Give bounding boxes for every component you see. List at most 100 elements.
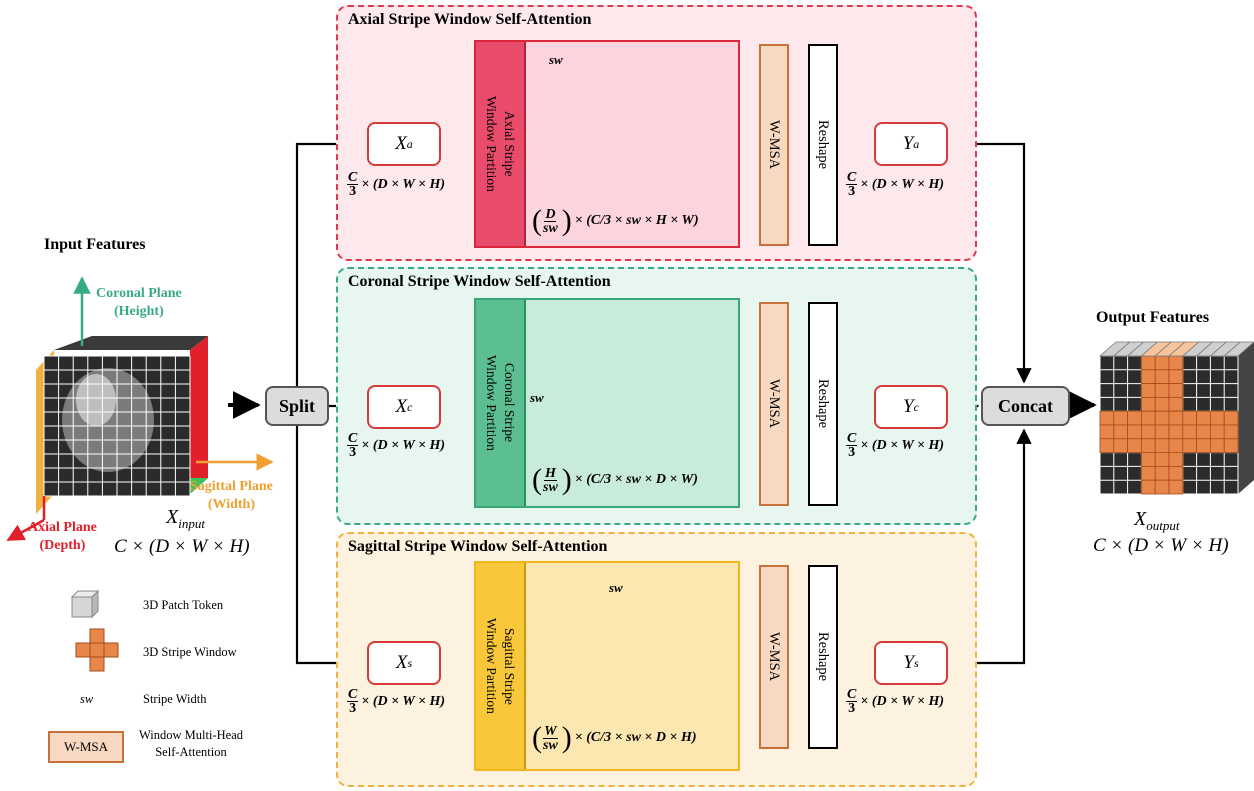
- output-stripe-cell: [1113, 424, 1129, 440]
- sagittal-branch-title: Sagittal Stripe Window Self-Attention: [348, 538, 608, 555]
- output-stripe-cell: [1154, 424, 1170, 440]
- output-stripe-cell: [1168, 465, 1184, 481]
- output-stripe-cell: [1154, 479, 1170, 495]
- axial-plane-slab: [190, 336, 208, 494]
- output-stripe-cell: [1154, 396, 1170, 412]
- output-stripe-cell: [1168, 424, 1184, 440]
- output-stripe-cell: [1141, 438, 1156, 453]
- legend-sw-symbol: sw: [80, 692, 94, 706]
- output-stripe-cell: [1113, 438, 1129, 453]
- legend-stripe-icon-cell: [75, 642, 91, 658]
- axial-reshape-block: Reshape: [808, 44, 838, 246]
- sagittal-sw-label: sw: [609, 580, 623, 595]
- axial-wmsa-block: W-MSA: [759, 44, 789, 246]
- coronal-sw-label: sw: [530, 390, 544, 405]
- output-stripe-cell: [1210, 410, 1225, 426]
- input-ct-organ-bright: [76, 374, 116, 426]
- output-stripe-cell: [1168, 355, 1184, 371]
- axial-branch-title: Axial Stripe Window Self-Attention: [348, 11, 592, 28]
- output-stripe-cell: [1210, 438, 1225, 453]
- output-stripe-cell: [1168, 438, 1184, 453]
- output-features-title: Output Features: [1096, 309, 1210, 326]
- output-stripe-cell: [1196, 424, 1211, 440]
- output-stripe-cell: [1168, 383, 1184, 398]
- output-stripe-cell: [1223, 424, 1239, 440]
- output-stripe-cell: [1141, 396, 1156, 412]
- legend-patch-text: 3D Patch Token: [143, 598, 224, 612]
- coronal-reshape-block: Reshape: [808, 302, 838, 506]
- output-stripe-cell: [1223, 438, 1239, 453]
- output-stripe-cell: [1196, 438, 1211, 453]
- output-stripe-cell: [1154, 369, 1170, 384]
- output-stripe-cell: [1168, 369, 1184, 384]
- output-stripe-cell: [1223, 410, 1239, 426]
- legend-stripe-icon-cell: [89, 642, 105, 658]
- legend-stripe-icon-cell: [103, 642, 119, 658]
- output-side-face: [1238, 342, 1254, 494]
- output-stripe-cell: [1141, 465, 1156, 481]
- output-top-cell: [1223, 341, 1254, 357]
- output-stripe-cell: [1168, 452, 1184, 467]
- sagittal-wmsa-block: W-MSA: [759, 565, 789, 749]
- split-node: Split: [265, 386, 329, 426]
- output-stripe-cell: [1210, 424, 1225, 440]
- output-stripe-cell: [1099, 424, 1115, 440]
- output-stripe-cell: [1141, 424, 1156, 440]
- output-stripe-cell: [1141, 452, 1156, 467]
- legend-stripe-icon-cell: [89, 656, 105, 672]
- output-stripe-cell: [1127, 438, 1142, 453]
- coronal-plane-top: [54, 336, 208, 350]
- output-stripe-cell: [1141, 410, 1156, 426]
- legend-patch-icon: [71, 596, 93, 618]
- output-stripe-cell: [1182, 438, 1198, 453]
- output-stripe-cell: [1154, 355, 1170, 371]
- legend-icons: [70, 589, 119, 672]
- output-stripe-cell: [1141, 369, 1156, 384]
- output-stripe-cell: [1099, 438, 1115, 453]
- legend-sw-text: Stripe Width: [143, 692, 207, 706]
- output-shape: C × (D × W × H): [1093, 535, 1229, 556]
- output-stripe-cell: [1127, 410, 1142, 426]
- output-stripe-cell: [1168, 479, 1184, 495]
- input-feature-cube: [36, 336, 208, 514]
- legend-patch-icon-side: [91, 589, 99, 619]
- output-stripe-cell: [1127, 424, 1142, 440]
- coronal-plane-label: Coronal Plane(Height): [96, 286, 182, 319]
- output-stripe-cell: [1154, 452, 1170, 467]
- sagittal-reshape-block: Reshape: [808, 565, 838, 749]
- output-stripe-cell: [1099, 410, 1115, 426]
- axial-sw-label: sw: [549, 52, 563, 67]
- legend-wmsa-box: W-MSA: [48, 731, 124, 763]
- output-stripe-cell: [1168, 396, 1184, 412]
- output-stripe-cell: [1154, 465, 1170, 481]
- output-stripe-cell: [1141, 479, 1156, 495]
- output-stripe-cell: [1154, 438, 1170, 453]
- output-stripe-cell: [1154, 410, 1170, 426]
- output-symbol: Xoutput: [1134, 508, 1180, 533]
- output-stripe-cell: [1182, 410, 1198, 426]
- concat-node: Concat: [981, 386, 1070, 426]
- output-feature-cube: [1098, 341, 1254, 495]
- output-stripe-cell: [1141, 383, 1156, 398]
- axial-axis-arrow: [6, 518, 45, 542]
- input-symbol: Xinput: [166, 506, 205, 531]
- output-stripe-cell: [1141, 355, 1156, 371]
- input-features-title: Input Features: [44, 236, 146, 253]
- axial-plane-label: Axial Plane(Depth): [28, 520, 97, 553]
